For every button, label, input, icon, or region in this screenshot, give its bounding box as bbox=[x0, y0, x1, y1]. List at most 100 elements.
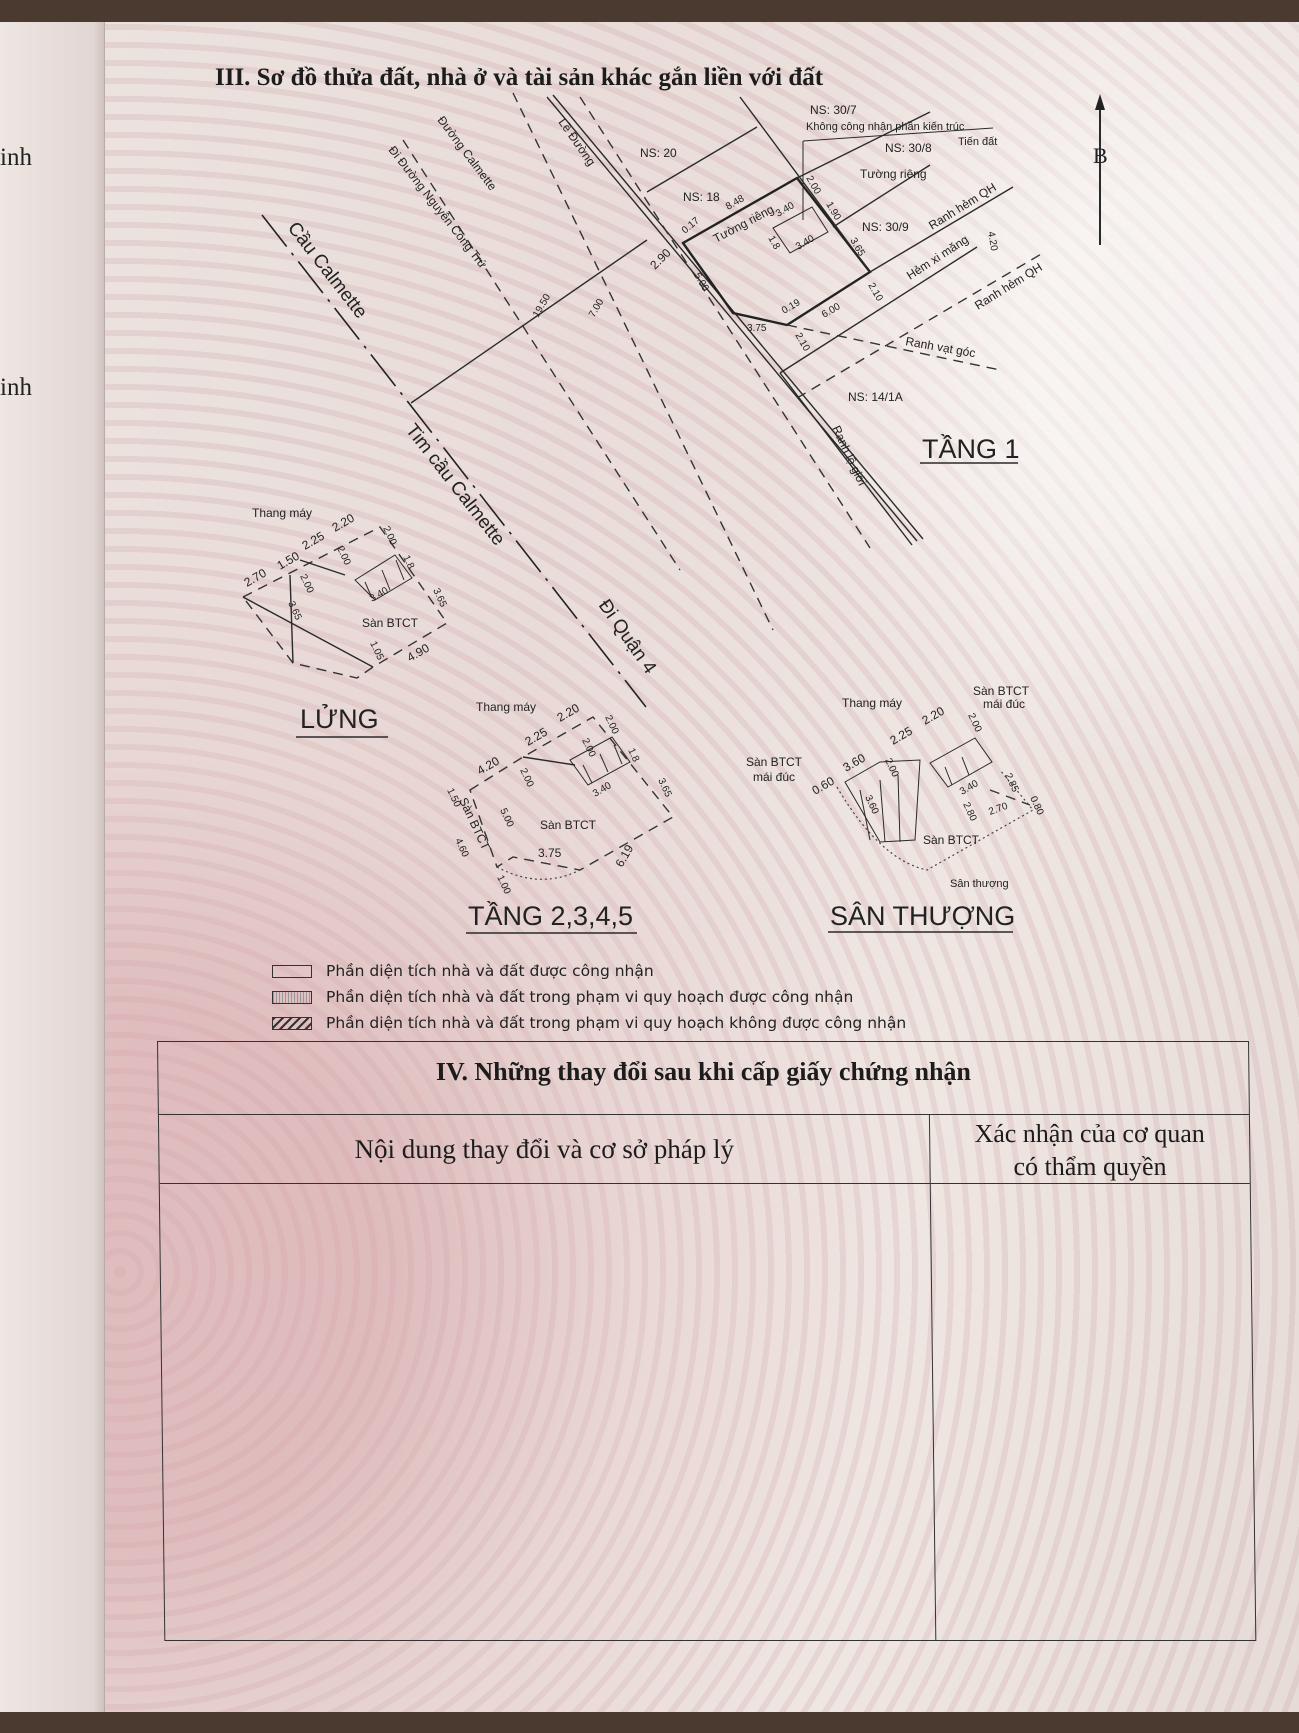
dimension-label: 0.19 bbox=[780, 297, 803, 316]
lung-floor-plan: Thang máy Sàn BTCT LỬNG 2.20 2.25 1.50 2… bbox=[242, 506, 449, 738]
column-header-confirmation: Xác nhận của cơ quan có thẩm quyền bbox=[929, 1114, 1250, 1184]
dimension-label: 3.40 bbox=[368, 585, 391, 604]
dimension-label: 2.25 bbox=[523, 725, 551, 749]
dimension-label: 1.50 bbox=[275, 549, 303, 573]
dimension-label: 2.10 bbox=[792, 331, 811, 354]
thang-may-label: Thang máy bbox=[476, 700, 536, 714]
legend-swatch-hatched bbox=[272, 1016, 312, 1030]
dimension-label: 2.80 bbox=[960, 801, 978, 824]
san-btct-mai-duc-label: mái đúc bbox=[753, 770, 795, 784]
legend-label: Phần diện tích nhà và đất trong phạm vi … bbox=[326, 988, 854, 1006]
dimension-label: 1.8 bbox=[765, 234, 782, 252]
dimension-label: 2.10 bbox=[865, 281, 884, 304]
dimension-label: 3.65 bbox=[655, 777, 673, 800]
section-3-title: III. Sơ đồ thửa đất, nhà ở và tài sản kh… bbox=[215, 64, 824, 91]
dimension-label: 2.20 bbox=[920, 704, 948, 728]
dimension-label: 3.75 bbox=[538, 846, 562, 860]
legend-label: Phần diện tích nhà và đất được công nhận bbox=[326, 962, 654, 980]
dimension-label: 1.00 bbox=[494, 874, 512, 897]
dimension-label: 2.25 bbox=[300, 529, 328, 553]
left-page-text-fragment: inh bbox=[0, 144, 32, 171]
dimension-label: 3.65 bbox=[285, 600, 303, 623]
dimension-label: 4.60 bbox=[452, 837, 470, 860]
road-label-di-quan-4: Đi Quận 4 bbox=[594, 596, 661, 678]
tien-dat-note: Tiến đất bbox=[958, 136, 997, 148]
tang1-title: TẦNG 1 bbox=[922, 433, 1020, 464]
dimension-label: 3.65 bbox=[430, 587, 448, 610]
dimension-label: 2.20 bbox=[330, 511, 358, 535]
legend-item-planning-not-recognized: Phần diện tích nhà và đất trong phạm vi … bbox=[272, 1010, 906, 1036]
san-thuong-title: SÂN THƯỢNG bbox=[830, 900, 1015, 931]
legend: Phần diện tích nhà và đất được công nhận… bbox=[272, 958, 906, 1036]
san-btct-mai-duc-label: Sàn BTCT bbox=[973, 684, 1030, 698]
ns-30-7: NS: 30/7 bbox=[810, 103, 857, 117]
section-4-title: IV. Những thay đổi sau khi cấp giấy chứn… bbox=[158, 1042, 1249, 1115]
dimension-label: 2.00 bbox=[517, 767, 535, 790]
tang2345-title: TẦNG 2,3,4,5 bbox=[468, 900, 633, 931]
ns-14-1a: NS: 14/1A bbox=[848, 390, 903, 404]
dimension-label: 2.00 bbox=[380, 525, 398, 548]
san-btct-mai-duc-label: Sàn BTCT bbox=[746, 755, 803, 769]
road-label-duong-calmette: Đường Calmette bbox=[435, 113, 500, 193]
north-label: B bbox=[1093, 143, 1108, 168]
dimension-label: 0.80 bbox=[1027, 795, 1045, 818]
ranh-hem-qh-label: Ranh hẻm QH bbox=[926, 180, 998, 233]
dimension-label: 2.00 bbox=[965, 712, 983, 735]
dimension-label: 3.40 bbox=[794, 233, 817, 252]
thang-may-label: Thang máy bbox=[252, 506, 312, 520]
left-page-edge: inh inh bbox=[0, 22, 105, 1712]
legend-label: Phần diện tích nhà và đất trong phạm vi … bbox=[326, 1014, 907, 1032]
dimension-label: 1.8 bbox=[400, 554, 416, 572]
legend-item-planning-recognized: Phần diện tích nhà và đất trong phạm vi … bbox=[272, 984, 906, 1010]
dimension-label: 5.00 bbox=[497, 807, 515, 830]
tang2345-floor-plan: Thang máy Sàn BTCT Sàn BTCT TẦNG 2,3,4,5… bbox=[444, 700, 675, 934]
dimension-label: 1.90 bbox=[823, 200, 842, 223]
thang-may-label: Thang máy bbox=[842, 696, 902, 710]
dimension-label: 1.05 bbox=[367, 640, 385, 663]
tang1-parcel bbox=[646, 96, 1044, 399]
dimension-label: 0.60 bbox=[810, 774, 838, 798]
san-btct-label: Sàn BTCT bbox=[923, 833, 980, 847]
dimension-label: 3.75 bbox=[747, 323, 767, 334]
column-header-content: Nội dung thay đổi và cơ sở pháp lý bbox=[158, 1114, 931, 1184]
tuong-rieng-label: Tường riêng bbox=[860, 167, 927, 181]
ns-30-8: NS: 30/8 bbox=[885, 141, 932, 155]
road-label-cau-calmette: Cầu Calmette bbox=[283, 218, 371, 322]
column-header-confirmation-line2: có thẩm quyền bbox=[1013, 1152, 1167, 1181]
legend-item-recognized: Phần diện tích nhà và đất được công nhận bbox=[272, 958, 906, 984]
khong-cong-nhan-note: Không công nhận phần kiến trúc bbox=[806, 121, 965, 133]
ranh-lo-gioi-label: Ranh lộ giới bbox=[829, 423, 869, 487]
san-btct-label: Sàn BTCT bbox=[540, 818, 597, 832]
lung-title: LỬNG bbox=[300, 702, 379, 734]
dimension-label: 2.20 bbox=[555, 701, 583, 725]
ranh-hem-qh-label: Ranh hẻm QH bbox=[972, 260, 1044, 313]
san-thuong-floor-plan: Thang máy Sàn BTCT mái đúc Sàn BTCT mái … bbox=[746, 684, 1046, 933]
legend-swatch-solid bbox=[272, 964, 312, 978]
column-header-confirmation-line1: Xác nhận của cơ quan bbox=[974, 1119, 1205, 1148]
dimension-label: 6.00 bbox=[820, 301, 843, 320]
left-page-text-fragment: inh bbox=[0, 374, 32, 401]
dimension-label: 2.70 bbox=[987, 801, 1009, 818]
dimension-label: 3.40 bbox=[958, 778, 981, 797]
dimension-label: 2.25 bbox=[888, 724, 916, 748]
dimension-label: 6.19 bbox=[612, 842, 636, 870]
dimension-label: 4.20 bbox=[475, 754, 503, 778]
ranh-vat-goc-label: Ranh vạt góc bbox=[904, 334, 976, 360]
road-label-tim-cau-calmette: Tim cầu Calmette bbox=[401, 420, 509, 550]
content-cell-empty bbox=[159, 1184, 937, 1640]
ns-18: NS: 18 bbox=[683, 190, 720, 204]
san-btct-mai-duc-label: mái đúc bbox=[983, 697, 1025, 711]
ns-20: NS: 20 bbox=[640, 146, 677, 160]
dimension-label: 2.90 bbox=[647, 245, 674, 272]
dimension-label: 4.20 bbox=[985, 231, 999, 253]
changes-table: IV. Những thay đổi sau khi cấp giấy chứn… bbox=[157, 1041, 1257, 1641]
ns-30-9: NS: 30/9 bbox=[862, 220, 909, 234]
dimension-label: 4.90 bbox=[405, 641, 433, 665]
dimension-label: 3.40 bbox=[591, 780, 614, 799]
legend-swatch-dotted bbox=[272, 990, 312, 1004]
san-btct-label: Sàn BTCT bbox=[362, 616, 419, 630]
dimension-label: 7.00 bbox=[587, 297, 606, 320]
confirmation-cell-empty bbox=[931, 1184, 1256, 1640]
dimension-label: 1.8 bbox=[625, 747, 641, 765]
